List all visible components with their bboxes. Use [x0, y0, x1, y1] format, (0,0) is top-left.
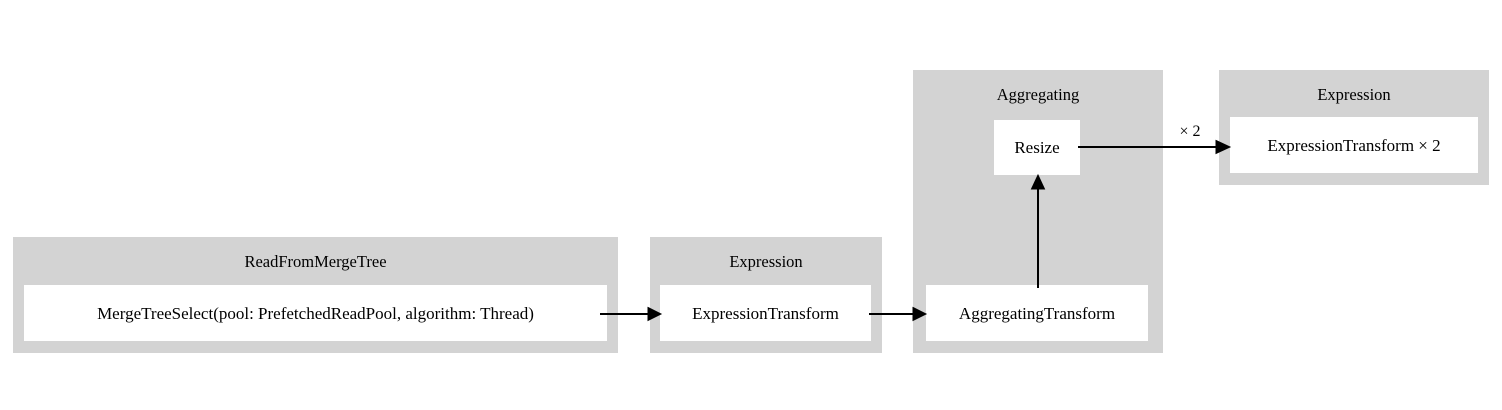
node-label-expression-transform-x2: ExpressionTransform × 2: [1267, 135, 1441, 155]
node-label-resize: Resize: [1014, 138, 1060, 157]
node-label-expression-transform: ExpressionTransform: [692, 303, 839, 323]
edge-aggregating-transform-to-resize: [1030, 173, 1046, 288]
edge-merge-tree-select-to-expression-transform: [600, 306, 663, 322]
cluster-label-expression-left: Expression: [729, 252, 803, 271]
node-expression-transform-x2[interactable]: ExpressionTransform × 2: [1230, 117, 1478, 173]
edge-label-resize-to-expression-transform-x2: × 2: [1179, 123, 1201, 140]
node-expression-transform[interactable]: ExpressionTransform: [660, 285, 871, 341]
cluster-label-expression-right: Expression: [1317, 85, 1391, 104]
node-resize[interactable]: Resize: [994, 120, 1080, 175]
node-label-merge-tree-select: MergeTreeSelect(pool: PrefetchedReadPool…: [97, 303, 534, 323]
node-label-aggregating-transform: AggregatingTransform: [958, 303, 1116, 323]
node-merge-tree-select[interactable]: MergeTreeSelect(pool: PrefetchedReadPool…: [24, 285, 607, 341]
edge-expression-transform-to-aggregating-transform: [869, 306, 928, 322]
cluster-label-aggregating: Aggregating: [996, 85, 1080, 104]
cluster-label-read-from-merge-tree: ReadFromMergeTree: [244, 252, 387, 271]
node-aggregating-transform[interactable]: AggregatingTransform: [926, 285, 1148, 341]
edge-resize-to-expression-transform-x2: [1078, 139, 1232, 155]
